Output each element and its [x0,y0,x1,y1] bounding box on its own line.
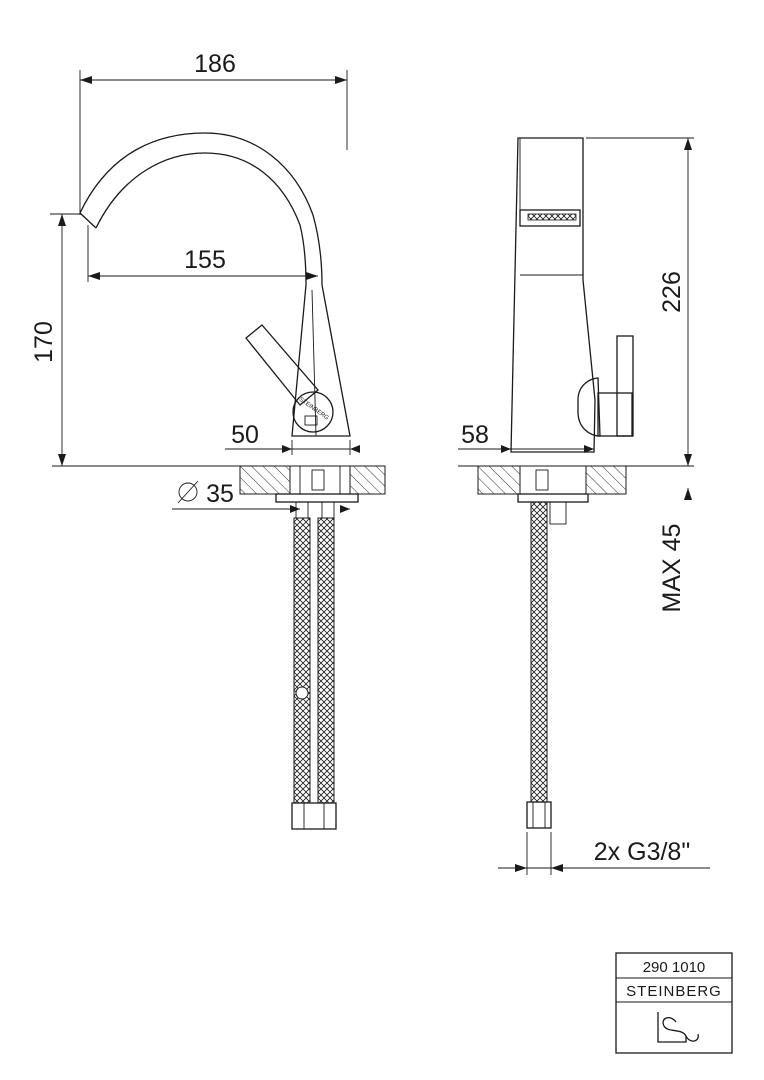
dimension-186: 186 [79,50,348,215]
countertop-side [477,465,627,503]
title-block: 290 1010 STEINBERG [615,952,733,1054]
dimension-170-label: 170 [30,321,58,363]
dimension-max-45-label: MAX 45 [658,524,686,613]
supply-hoses-front [291,517,337,830]
dimension-diameter-35: 35 [172,480,350,513]
front-view: 186 155 170 [30,50,386,830]
dimension-155-label: 155 [184,246,226,274]
dimension-226: 226 [586,137,694,466]
brand-name: STEINBERG [626,983,722,1000]
dimension-58: 58 [458,421,594,453]
dimension-35-label: 35 [206,480,234,508]
side-body [510,137,596,453]
dimension-50: 50 [225,421,360,455]
dimension-50-label: 50 [231,421,259,449]
side-lever [577,335,634,437]
brand-logo-icon [657,1012,699,1043]
dimension-max-45: MAX 45 [658,488,692,612]
dimension-connection: 2x G3/8" [498,832,710,875]
dimension-170: 170 [30,213,80,466]
countertop-front [239,465,386,503]
dimension-186-label: 186 [194,50,236,78]
spout [79,132,323,286]
side-view: 226 58 MAX 45 [458,137,710,875]
supply-hose-side [526,501,552,829]
lever-logo-text: STEINBERG [298,397,330,422]
dimension-58-label: 58 [461,421,489,449]
dimension-155: 155 [87,225,318,282]
dimension-connection-label: 2x G3/8" [594,838,690,866]
article-number: 290 1010 [643,959,706,976]
dimension-226-label: 226 [658,271,686,313]
lever-handle: STEINBERG [245,324,334,433]
faucet-body [291,284,351,437]
